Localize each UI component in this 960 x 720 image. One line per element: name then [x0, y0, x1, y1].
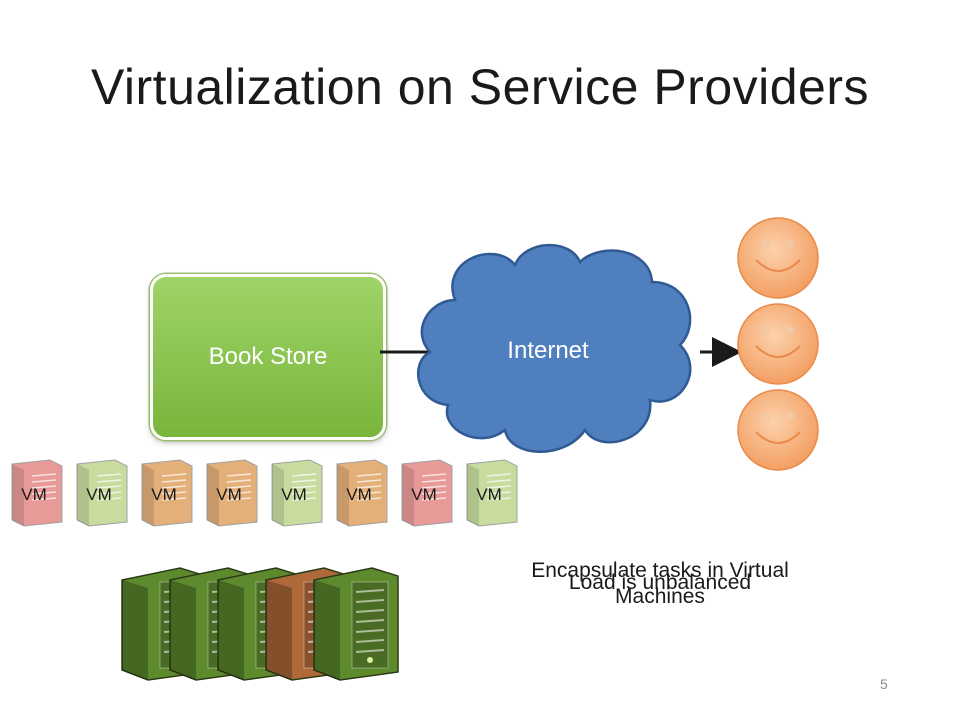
users-group	[737, 217, 819, 471]
internet-cloud: Internet	[416, 243, 692, 453]
slide-title: Virtualization on Service Providers	[90, 59, 870, 115]
vm-label: VM	[476, 485, 502, 504]
vm-row: VM VM VM VM VM VM VM VM	[11, 459, 518, 527]
vm-server-icon: VM	[271, 459, 323, 527]
user-smiley-icon	[737, 217, 819, 299]
slide-number: 5	[880, 676, 888, 692]
caption-load-unbalanced: Load is unbalanced	[568, 571, 752, 594]
vm-label: VM	[411, 485, 437, 504]
user-smiley-icon	[737, 303, 819, 385]
physical-server-rack	[121, 567, 399, 681]
vm-server-icon: VM	[466, 459, 518, 527]
physical-server-icon	[313, 567, 399, 681]
internet-label: Internet	[507, 337, 589, 364]
vm-label: VM	[346, 485, 372, 504]
vm-label: VM	[216, 485, 242, 504]
vm-label: VM	[86, 485, 112, 504]
vm-server-icon: VM	[11, 459, 63, 527]
vm-server-icon: VM	[336, 459, 388, 527]
vm-label: VM	[21, 485, 47, 504]
vm-server-icon: VM	[401, 459, 453, 527]
user-smiley-icon	[737, 389, 819, 471]
book-store-label: Book Store	[208, 343, 328, 370]
vm-server-icon: VM	[76, 459, 128, 527]
caption-encapsulate-tasks: Encapsulate tasks in Virtual Machines	[531, 559, 789, 608]
vm-label: VM	[151, 485, 177, 504]
vm-label: VM	[281, 485, 307, 504]
book-store-box: Book Store	[150, 274, 386, 440]
vm-server-icon: VM	[206, 459, 258, 527]
vm-server-icon: VM	[141, 459, 193, 527]
